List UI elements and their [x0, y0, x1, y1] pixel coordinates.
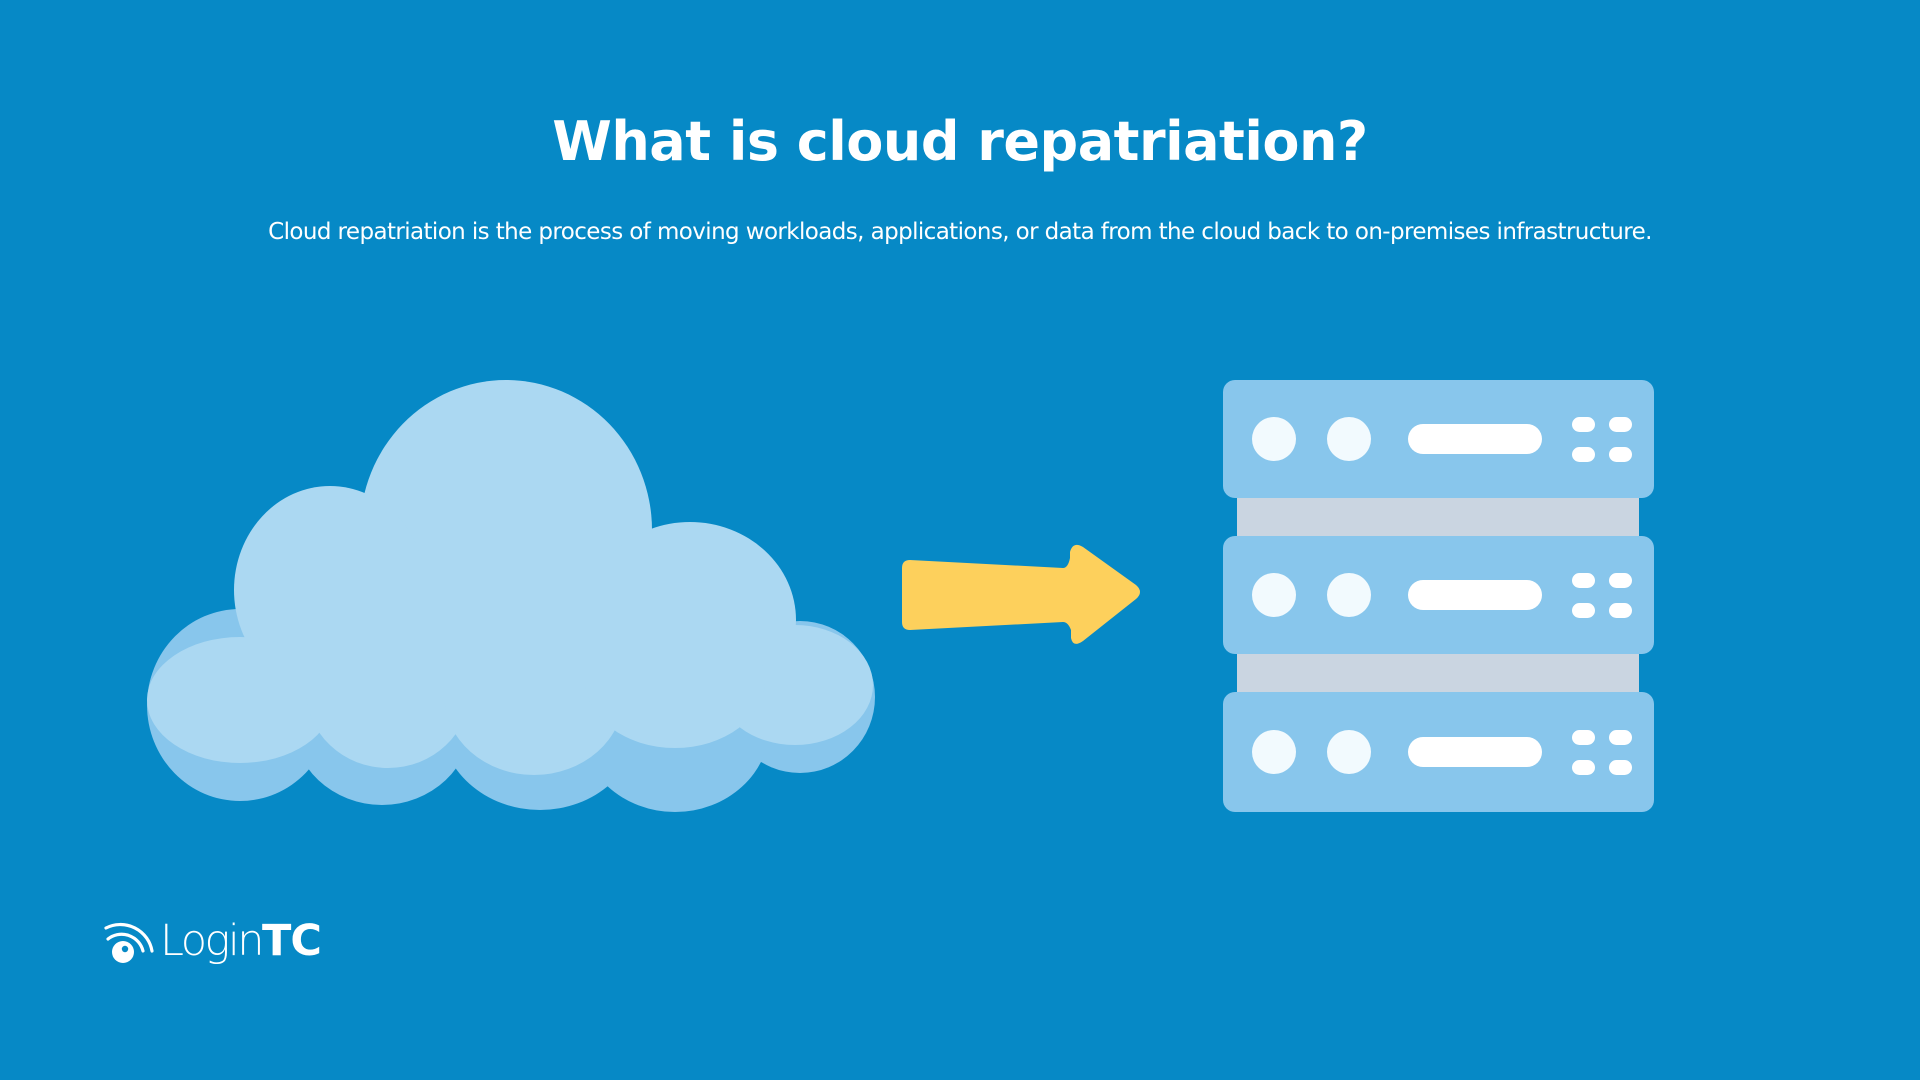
server-rack-icon	[1223, 380, 1654, 812]
server-unit	[1223, 380, 1654, 498]
page-title: What is cloud repatriation?	[552, 110, 1368, 173]
server-unit	[1223, 692, 1654, 812]
page-subtitle: Cloud repatriation is the process of mov…	[268, 219, 1652, 245]
cloud-icon	[147, 380, 875, 812]
brand-name-bold: TC	[262, 916, 322, 966]
server-unit	[1223, 536, 1654, 654]
logintc-signal-icon	[104, 922, 154, 963]
brand-name-light: Login	[160, 916, 265, 966]
brand-logo: LoginTC	[104, 906, 322, 976]
brand-name: LoginTC	[160, 911, 322, 971]
arrow-right-icon	[902, 544, 1140, 644]
